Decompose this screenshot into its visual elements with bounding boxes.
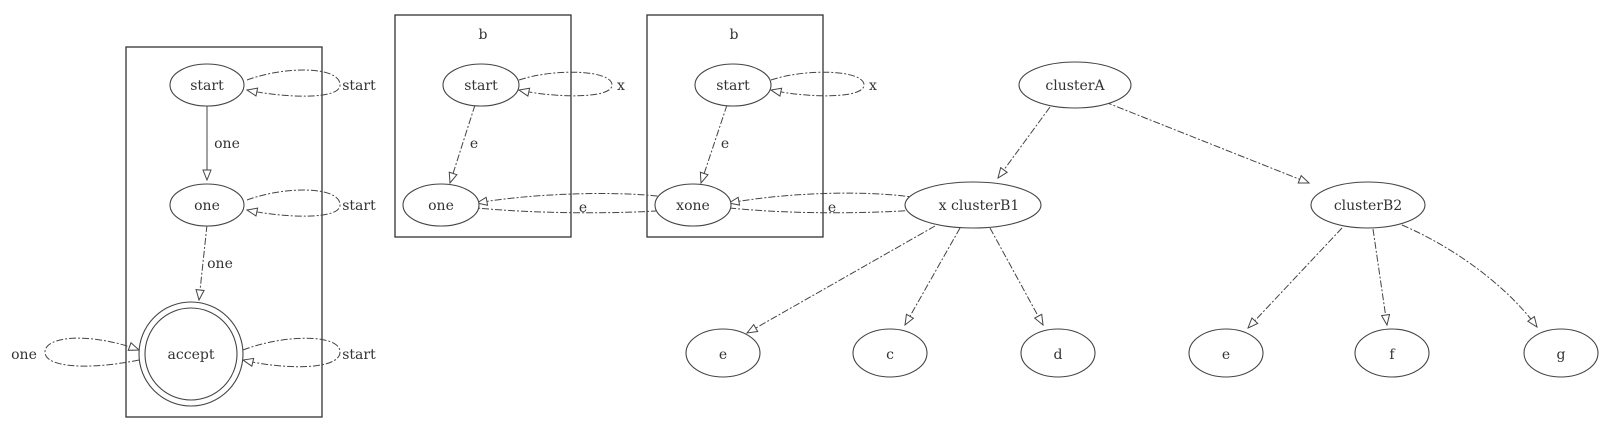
edge-start-self: start bbox=[247, 69, 376, 96]
edge-left-start-to-one: e bbox=[450, 104, 478, 183]
node-one: one bbox=[169, 183, 245, 227]
edge-label: e bbox=[579, 200, 587, 216]
node-f: f bbox=[1354, 328, 1430, 378]
node-right-start: start bbox=[694, 63, 772, 107]
edge-one-to-accept: one bbox=[199, 224, 233, 300]
state-machine-diagram: start one start one one start start bbox=[11, 46, 376, 418]
node-label: clusterA bbox=[1045, 78, 1105, 94]
node-clusterB2: clusterB2 bbox=[1310, 181, 1426, 229]
node-label: e bbox=[719, 347, 727, 363]
edge-clusterA-to-clusterB2 bbox=[1104, 101, 1309, 183]
node-e-left: e bbox=[685, 328, 761, 378]
node-label: clusterB2 bbox=[1334, 198, 1402, 214]
node-label: one bbox=[428, 198, 454, 214]
node-label: start bbox=[716, 78, 750, 94]
edge-xone-to-one: e bbox=[477, 193, 684, 216]
node-label: e bbox=[1222, 347, 1230, 363]
edge-clusterB2-to-g bbox=[1401, 224, 1537, 327]
node-label: f bbox=[1389, 347, 1396, 363]
edge-accept-self: start bbox=[243, 337, 376, 368]
node-start: start bbox=[169, 63, 245, 107]
node-label: c bbox=[886, 347, 894, 363]
edge-clusterB1-to-c bbox=[905, 227, 961, 325]
edge-label: one bbox=[11, 347, 37, 363]
cluster-box-main bbox=[125, 46, 323, 418]
node-clusterA: clusterA bbox=[1018, 61, 1132, 109]
node-right-xone: xone bbox=[654, 183, 732, 227]
node-left-start: start bbox=[442, 63, 520, 107]
edge-label: one bbox=[207, 256, 233, 272]
node-c: c bbox=[852, 328, 928, 378]
edge-label: start bbox=[342, 347, 376, 363]
edge-right-start-to-xone: e bbox=[701, 104, 729, 183]
edge-label: start bbox=[342, 198, 376, 214]
edge-clusterA-to-clusterB1 bbox=[998, 106, 1051, 178]
cluster-label: b bbox=[479, 27, 488, 43]
edge-label: e bbox=[721, 136, 729, 152]
cluster-pair-diagram: b b x e x e e bbox=[394, 14, 919, 238]
node-clusterB1: x clusterB1 bbox=[904, 181, 1042, 229]
edge-clusterB2-to-e bbox=[1248, 227, 1343, 328]
edge-label: one bbox=[214, 136, 240, 152]
node-label: start bbox=[464, 78, 498, 94]
edge-left-start-self: x bbox=[519, 71, 625, 96]
cluster-right: b bbox=[646, 14, 824, 238]
edge-label: x bbox=[869, 78, 877, 94]
edge-one-to-accept-loop: one bbox=[11, 337, 139, 367]
edge-clusterB1-to-e bbox=[747, 225, 936, 333]
edge-label: e bbox=[470, 136, 478, 152]
node-label: xone bbox=[676, 198, 710, 214]
edge-clusterB1-to-d bbox=[989, 227, 1043, 325]
edge-label: e bbox=[828, 200, 836, 216]
node-label: accept bbox=[168, 347, 215, 363]
node-label: g bbox=[1557, 347, 1566, 363]
node-left-one: one bbox=[402, 183, 480, 227]
edge-right-start-self: x bbox=[771, 71, 877, 96]
edge-start-to-one: one bbox=[207, 105, 240, 180]
edge-one-self: start bbox=[247, 189, 376, 216]
cluster-label: b bbox=[730, 27, 739, 43]
edge-label: x bbox=[617, 78, 625, 94]
edge-label: start bbox=[342, 78, 376, 94]
node-label: start bbox=[190, 78, 224, 94]
cluster-tree-diagram: clusterA x clusterB1 clusterB2 e c d e bbox=[685, 61, 1599, 378]
node-d: d bbox=[1020, 328, 1096, 378]
node-g: g bbox=[1523, 328, 1599, 378]
node-label: x clusterB1 bbox=[939, 198, 1020, 214]
node-accept: accept bbox=[138, 301, 244, 407]
edge-clusterB1-to-xone: e bbox=[729, 192, 919, 216]
cluster-left: b bbox=[394, 14, 572, 238]
edge-clusterB2-to-f bbox=[1372, 228, 1387, 325]
node-e-right: e bbox=[1188, 328, 1264, 378]
node-label: one bbox=[194, 198, 220, 214]
node-label: d bbox=[1054, 347, 1063, 363]
